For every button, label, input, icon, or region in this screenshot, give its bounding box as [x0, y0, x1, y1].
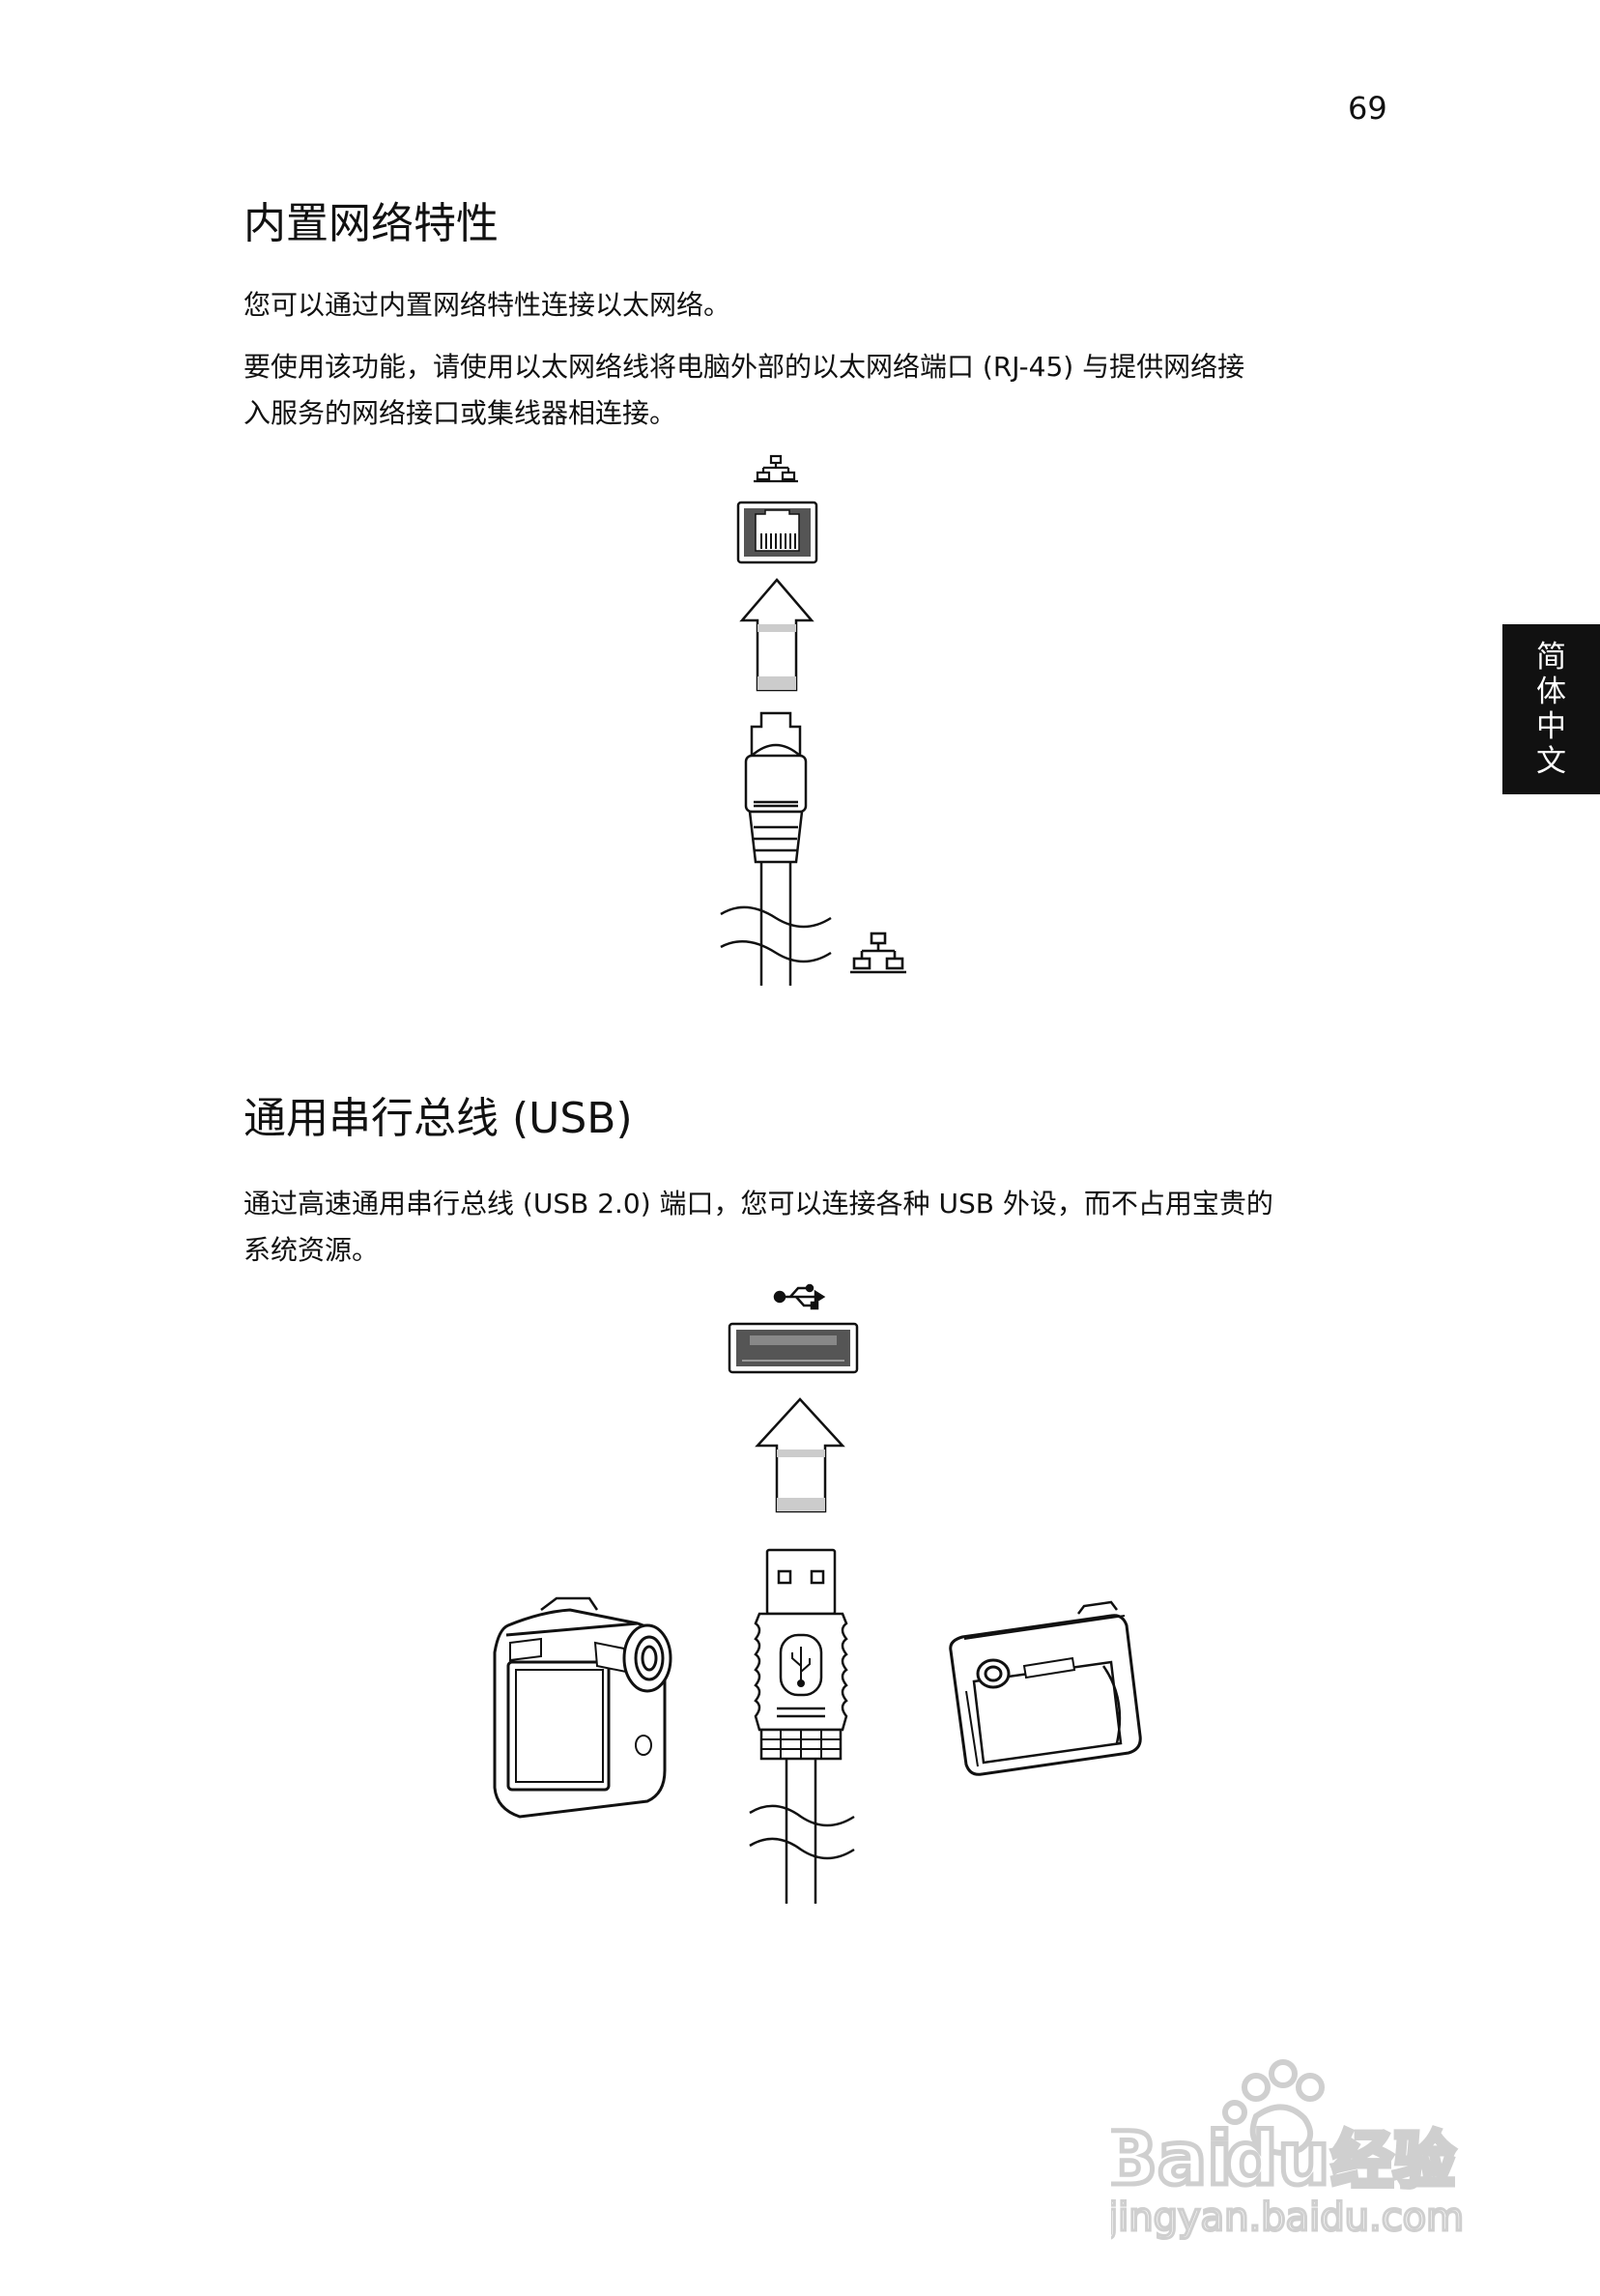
- svg-text:Bai: Bai: [1111, 2115, 1232, 2201]
- svg-text:jingyan.baidu.com: jingyan.baidu.com: [1111, 2196, 1464, 2240]
- rj45-port-icon: [736, 501, 818, 564]
- network-paragraph-1: 您可以通过内置网络特性连接以太网络。: [243, 289, 731, 321]
- usb-plug-icon: [749, 1548, 855, 1904]
- baidu-watermark-logo: Bai du 经验 jingyan.baidu.com: [1111, 2059, 1466, 2242]
- network-figure: [720, 454, 906, 986]
- usb-paragraph-1-line-2: 系统资源。: [243, 1234, 380, 1266]
- side-tab-char: 文: [1536, 744, 1566, 779]
- digital-camera-icon: [949, 1600, 1142, 1776]
- language-side-tab: 简 体 中 文: [1502, 624, 1600, 794]
- network-paragraph-2: 要使用该功能，请使用以太网络线将电脑外部的以太网络端口 (RJ-45) 与提供网…: [243, 344, 1388, 437]
- page-number: 69: [1348, 90, 1387, 127]
- rj45-plug-icon: [720, 711, 832, 986]
- usb-port-icon: [728, 1322, 859, 1374]
- side-tab-char: 中: [1536, 709, 1566, 744]
- network-paragraph-2-line-2: 入服务的网络接口或集线器相连接。: [243, 397, 677, 429]
- section-title-network: 内置网络特性: [243, 199, 499, 248]
- svg-text:经验: 经验: [1331, 2126, 1455, 2197]
- usb-symbol-icon: [773, 1283, 826, 1310]
- network-icon: [850, 932, 906, 974]
- camcorder-icon: [493, 1596, 672, 1819]
- network-icon: [754, 454, 798, 483]
- up-arrow-icon: [755, 1397, 845, 1513]
- up-arrow-icon: [739, 578, 814, 692]
- usb-figure: [493, 1283, 1142, 1904]
- section-title-usb: 通用串行总线 (USB): [243, 1094, 633, 1143]
- network-paragraph-2-line-1: 要使用该功能，请使用以太网络线将电脑外部的以太网络端口 (RJ-45) 与提供网…: [243, 351, 1245, 383]
- usb-paragraph-1-line-1: 通过高速通用串行总线 (USB 2.0) 端口，您可以连接各种 USB 外设，而…: [243, 1188, 1273, 1220]
- svg-text:du: du: [1225, 2115, 1330, 2201]
- side-tab-char: 简: [1536, 640, 1566, 674]
- usb-paragraph-1: 通过高速通用串行总线 (USB 2.0) 端口，您可以连接各种 USB 外设，而…: [243, 1181, 1388, 1274]
- side-tab-char: 体: [1536, 674, 1566, 709]
